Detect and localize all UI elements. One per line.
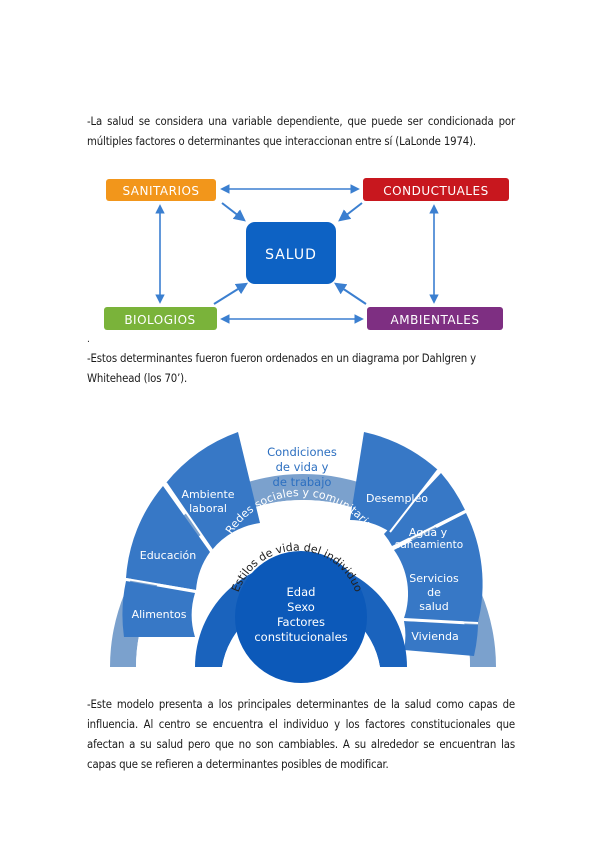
svg-text:de vida y: de vida y [276, 460, 329, 474]
living-conditions-label: Condiciones de vida y de trabajo [267, 445, 337, 489]
label-sanitarios: SANITARIOS [122, 184, 199, 198]
core-circle [235, 551, 367, 683]
segment-desempleo [350, 432, 438, 532]
paragraph-lalonde: -La salud se considera una variable depe… [87, 115, 515, 148]
box-ambientales: AMBIENTALES [367, 307, 503, 330]
label-laboral: laboral [189, 502, 227, 515]
label-ambientales: AMBIENTALES [391, 313, 480, 327]
arrow-biologicos-salud [213, 282, 249, 305]
arrow-conductuales-salud [338, 202, 363, 222]
segment-educacion [126, 486, 210, 590]
label-conductuales: CONDUCTUALES [383, 184, 488, 198]
segment-servicios [394, 513, 483, 622]
lalonde-diagram: SANITARIOS CONDUCTUALES SALUD BIOLOGIOS … [104, 178, 509, 330]
svg-text:constitucionales: constitucionales [254, 630, 347, 644]
label-desempleo: Desempleo [366, 492, 428, 505]
segment-agua [384, 473, 465, 546]
svg-text:Edad: Edad [287, 585, 316, 599]
outer-arc-label: Condiciones socioeconomicas, culturales … [164, 369, 432, 443]
svg-text:Factores: Factores [277, 615, 325, 629]
label-salud: SALUD [265, 247, 317, 263]
label-educacion: Educación [140, 549, 197, 562]
label-de: de [427, 586, 441, 599]
paragraph-model: -Este modelo presenta a los principales … [87, 698, 515, 771]
right-segments [350, 432, 483, 656]
svg-text:Condiciones: Condiciones [267, 445, 337, 459]
box-sanitarios: SANITARIOS [106, 179, 216, 201]
box-salud: SALUD [246, 222, 336, 284]
box-biologicos: BIOLOGIOS [104, 307, 217, 330]
paragraph-dahlgren: -Estos determinantes fueron fueron orden… [87, 352, 476, 385]
label-alimentos: Alimentos [132, 608, 187, 621]
segment-ambiente-laboral [166, 432, 260, 550]
label-servicios: Servicios [409, 572, 459, 585]
label-vivienda: Vivienda [411, 630, 458, 643]
dot-marker: . [87, 334, 90, 345]
svg-text:Sexo: Sexo [287, 600, 315, 614]
arrow-ambientales-salud [334, 282, 367, 305]
left-segments [122, 432, 260, 637]
label-biologicos: BIOLOGIOS [124, 313, 195, 327]
segment-alimentos [122, 581, 195, 637]
svg-text:de trabajo: de trabajo [273, 475, 332, 489]
label-saneamiento: saneamiento [395, 539, 463, 551]
arrow-sanitarios-salud [221, 202, 246, 222]
segment-vivienda [404, 621, 478, 656]
box-conductuales: CONDUCTUALES [363, 178, 509, 201]
label-agua: Agua y [409, 526, 448, 539]
label-ambiente: Ambiente [181, 488, 234, 501]
label-salud-servicios: salud [419, 600, 448, 613]
core-labels: Edad Sexo Factores constitucionales [254, 585, 347, 644]
